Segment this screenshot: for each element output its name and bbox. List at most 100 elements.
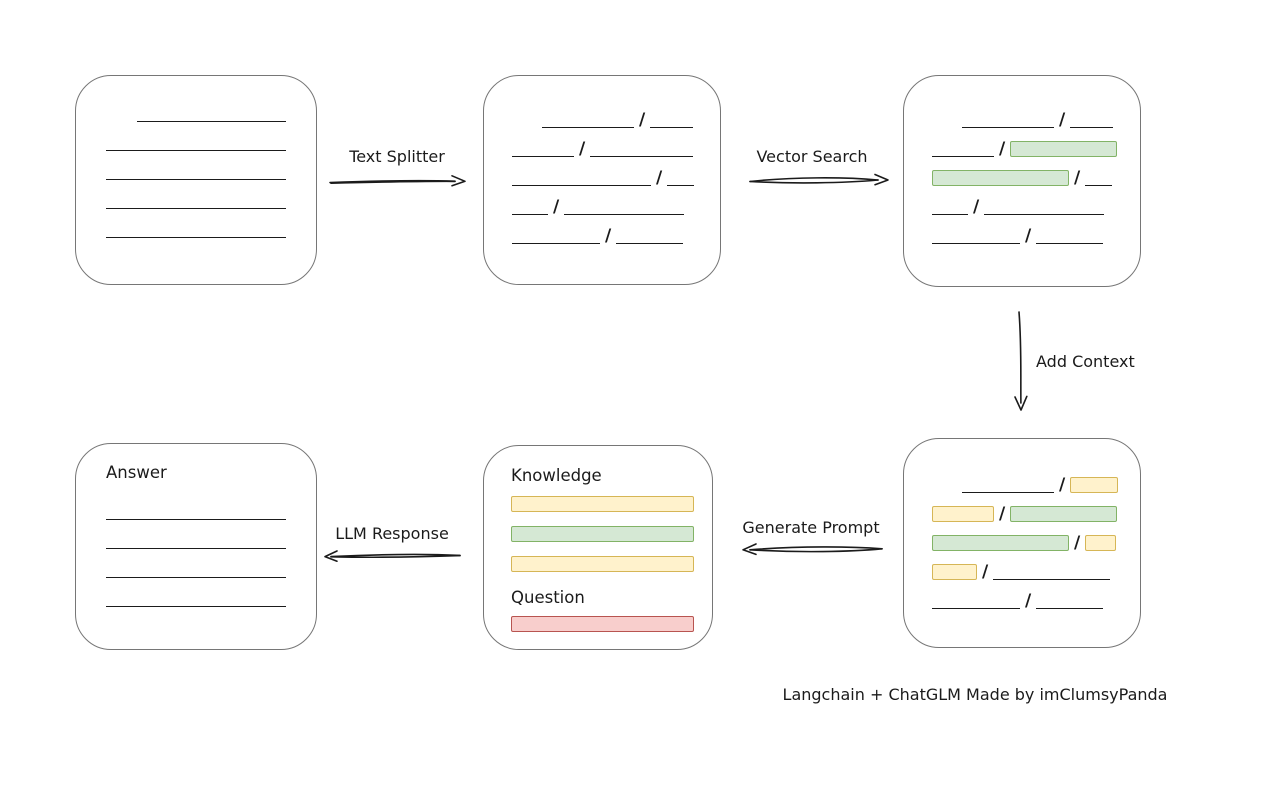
text-line-segment [984, 214, 1105, 215]
context-chunks-rows: / / / / / [904, 439, 1140, 611]
text-line-segment [650, 127, 694, 128]
split-row: / [932, 533, 1140, 553]
split-row: / [512, 139, 720, 159]
slash-separator: / [999, 504, 1006, 524]
text-line-segment [932, 156, 994, 157]
green-highlight-chip [932, 170, 1069, 186]
text-line-segment [932, 243, 1020, 244]
llm-response-arrow [324, 550, 461, 562]
yellow-bar [511, 556, 694, 572]
split-row: / [512, 197, 720, 217]
llm-response-label: LLM Response [335, 524, 449, 543]
text-line [106, 237, 286, 238]
text-line-segment [932, 608, 1020, 609]
text-line [137, 121, 286, 122]
slash-separator: / [605, 226, 612, 246]
knowledge-bars [511, 496, 712, 572]
text-line-segment [1085, 185, 1113, 186]
green-highlight-chip [1010, 141, 1118, 157]
generate-prompt-label: Generate Prompt [742, 518, 880, 537]
split-text-box: / / / / / [483, 75, 721, 285]
text-line [106, 150, 286, 151]
text-line-segment [667, 185, 695, 186]
split-row: / [932, 475, 1140, 495]
question-label: Question [511, 588, 585, 607]
slash-separator: / [999, 139, 1006, 159]
text-line-segment [512, 243, 600, 244]
text-line [106, 179, 286, 180]
split-row: / [512, 110, 720, 130]
add-context-arrow [1014, 311, 1028, 411]
slash-separator: / [639, 110, 646, 130]
split-row: / [932, 139, 1140, 159]
vector-results-rows: / / / / / [904, 76, 1140, 246]
text-line [106, 548, 286, 549]
green-highlight-chip [1010, 506, 1118, 522]
answer-label: Answer [106, 463, 167, 482]
slash-separator: / [1025, 591, 1032, 611]
answer-lines [106, 519, 316, 607]
text-line [106, 208, 286, 209]
document-lines [76, 76, 316, 238]
vector-results-box: / / / / / [903, 75, 1141, 287]
text-line-segment [1036, 243, 1104, 244]
vector-search-label: Vector Search [756, 147, 868, 166]
prompt-box: Knowledge Question [483, 445, 713, 650]
answer-box: Answer [75, 443, 317, 650]
text-line-segment [993, 579, 1111, 580]
text-line [106, 606, 286, 607]
text-line-segment [512, 185, 651, 186]
text-line-segment [590, 156, 694, 157]
slash-separator: / [1025, 226, 1032, 246]
red-bar [511, 616, 694, 632]
yellow-bar [511, 496, 694, 512]
slash-separator: / [1059, 475, 1066, 495]
slash-separator: / [1059, 110, 1066, 130]
text-line-segment [512, 214, 548, 215]
yellow-highlight-chip [1085, 535, 1117, 551]
text-splitter-label: Text Splitter [349, 147, 445, 166]
credit-text: Langchain + ChatGLM Made by imClumsyPand… [782, 685, 1168, 704]
slash-separator: / [982, 562, 989, 582]
text-line-segment [1070, 127, 1114, 128]
slash-separator: / [656, 168, 663, 188]
text-line-segment [512, 156, 574, 157]
yellow-highlight-chip [1070, 477, 1119, 493]
text-line-segment [542, 127, 634, 128]
text-line [106, 577, 286, 578]
yellow-highlight-chip [932, 564, 977, 580]
split-row: / [932, 226, 1140, 246]
split-row: / [512, 226, 720, 246]
text-line-segment [1036, 608, 1104, 609]
slash-separator: / [1074, 533, 1081, 553]
slash-separator: / [553, 197, 560, 217]
text-splitter-arrow [329, 175, 466, 187]
question-bars [511, 616, 712, 632]
text-line [106, 519, 286, 520]
split-row: / [512, 168, 720, 188]
knowledge-label: Knowledge [511, 466, 602, 485]
split-row: / [932, 504, 1140, 524]
green-bar [511, 526, 694, 542]
source-document-box [75, 75, 317, 285]
split-row: / [932, 197, 1140, 217]
split-row: / [932, 562, 1140, 582]
slash-separator: / [1074, 168, 1081, 188]
generate-prompt-arrow [742, 543, 883, 556]
text-line-segment [932, 214, 968, 215]
green-highlight-chip [932, 535, 1069, 551]
text-line-segment [962, 127, 1054, 128]
vector-search-arrow [749, 173, 889, 186]
text-line-segment [962, 492, 1054, 493]
text-line-segment [616, 243, 684, 244]
slash-separator: / [973, 197, 980, 217]
add-context-label: Add Context [1036, 352, 1135, 371]
context-chunks-box: / / / / / [903, 438, 1141, 648]
split-text-rows: / / / / / [484, 76, 720, 246]
split-row: / [932, 591, 1140, 611]
split-row: / [932, 168, 1140, 188]
split-row: / [932, 110, 1140, 130]
slash-separator: / [579, 139, 586, 159]
text-line-segment [564, 214, 685, 215]
